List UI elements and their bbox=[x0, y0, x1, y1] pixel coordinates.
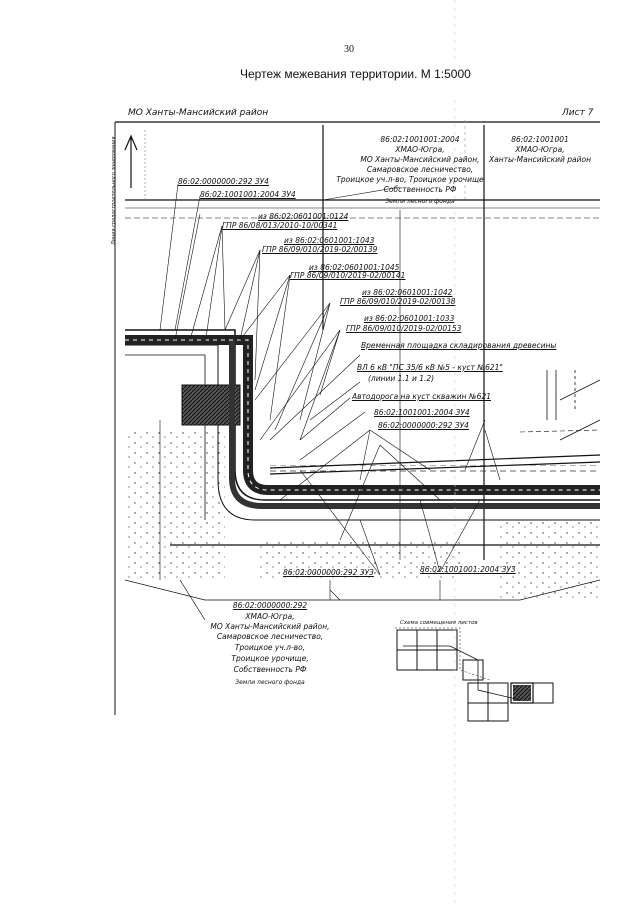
vertical-note: Линия градостроительного зонирования bbox=[111, 136, 117, 245]
callout-15: (линии 1.1 и 1.2) bbox=[368, 374, 435, 383]
parcel-bottom-8: Земли лесного фонда bbox=[235, 679, 305, 686]
parcel-bottom-4: Самаровское лесничество, bbox=[216, 632, 324, 641]
sheet-label: Лист 7 bbox=[562, 108, 594, 118]
parcel-top-center-4: Самаровское лесничество, bbox=[366, 165, 474, 174]
parcel-top-right-1: 86:02:1001001 bbox=[511, 135, 569, 144]
callout-2: 86:02:1001001:2004 ЗУ4 bbox=[200, 190, 296, 199]
callout-8: ГПР 86/09/010/2019-02/00141 bbox=[290, 271, 406, 280]
parcel-bottom-2: ХМАО-Югра, bbox=[245, 612, 295, 621]
parcel-top-center-5: Троицкое уч.л-во, Троицкое урочище bbox=[336, 175, 484, 184]
bottom-label-2: 86:02:1001001:2004 ЗУ3 bbox=[420, 565, 516, 574]
parcel-top-center-6: Собственность РФ bbox=[383, 185, 457, 194]
bottom-label-1: 86:02:0000000:292 ЗУ3 bbox=[283, 568, 374, 577]
parcel-top-center-2: ХМАО-Югра, bbox=[395, 145, 445, 154]
parcel-bottom-3: МО Ханты-Мансийский район, bbox=[210, 622, 330, 631]
parcel-bottom-5: Троицкое уч.л-во, bbox=[234, 643, 306, 652]
callout-4: ГПР 86/08/013/2010-10/00341 bbox=[222, 221, 338, 230]
callout-3: из 86:02:0601001:0124 bbox=[258, 212, 349, 221]
callout-16: Автодорога на куст скважин №621 bbox=[352, 392, 491, 401]
callout-17: 86:02:1001001:2004 ЗУ4 bbox=[374, 408, 470, 417]
parcel-top-center-3: МО Ханты-Мансийский район, bbox=[360, 155, 480, 164]
callout-18: 86:02:0000000:292 ЗУ4 bbox=[378, 421, 469, 430]
page-number: 30 bbox=[344, 44, 354, 55]
parcel-bottom-1: 86:02:0000000:292 bbox=[232, 601, 308, 610]
parcel-top-right-2: ХМАО-Югра, bbox=[515, 145, 565, 154]
parcel-bottom-6: Троицкое урочище, bbox=[231, 654, 309, 663]
leader-lines bbox=[159, 183, 501, 601]
parcel-bottom-7: Собственность РФ bbox=[233, 665, 307, 674]
callout-5: из 86:02:0601001:1043 bbox=[284, 236, 375, 245]
north-arrow-icon bbox=[124, 134, 138, 188]
callout-7: из 86:02:0601001:1045 bbox=[309, 263, 400, 272]
parcel-top-right-3: Ханты-Мансийский район bbox=[489, 155, 591, 164]
municipality-label: МО Ханты-Мансийский район bbox=[128, 108, 269, 118]
callout-11: из 86:02:0601001:1033 bbox=[364, 314, 455, 323]
callout-9: из 86:02:0601001:1042 bbox=[362, 288, 453, 297]
parcel-top-center-7: Земли лесного фонда bbox=[385, 198, 455, 205]
callout-13: Временная площадка складирования древеси… bbox=[361, 341, 557, 350]
callout-6: ГПР 86/09/010/2019-02/00139 bbox=[262, 245, 378, 254]
callout-10: ГПР 86/09/010/2019-02/00138 bbox=[340, 297, 456, 306]
callout-14: ВЛ 6 кВ "ПС 35/6 кВ №5 - куст №621" bbox=[357, 363, 503, 372]
callout-1: 86:02:0000000:292 ЗУ4 bbox=[178, 177, 269, 186]
sheet-layout-inset bbox=[395, 627, 554, 722]
page-title: Чертеж межевания территории. М 1:5000 bbox=[240, 67, 471, 81]
inset-title: Схема совмещения листов bbox=[400, 620, 478, 626]
parcel-top-center-1: 86:02:1001001:2004 bbox=[380, 135, 460, 144]
callout-12: ГПР 86/09/010/2019-02/00153 bbox=[346, 324, 462, 333]
